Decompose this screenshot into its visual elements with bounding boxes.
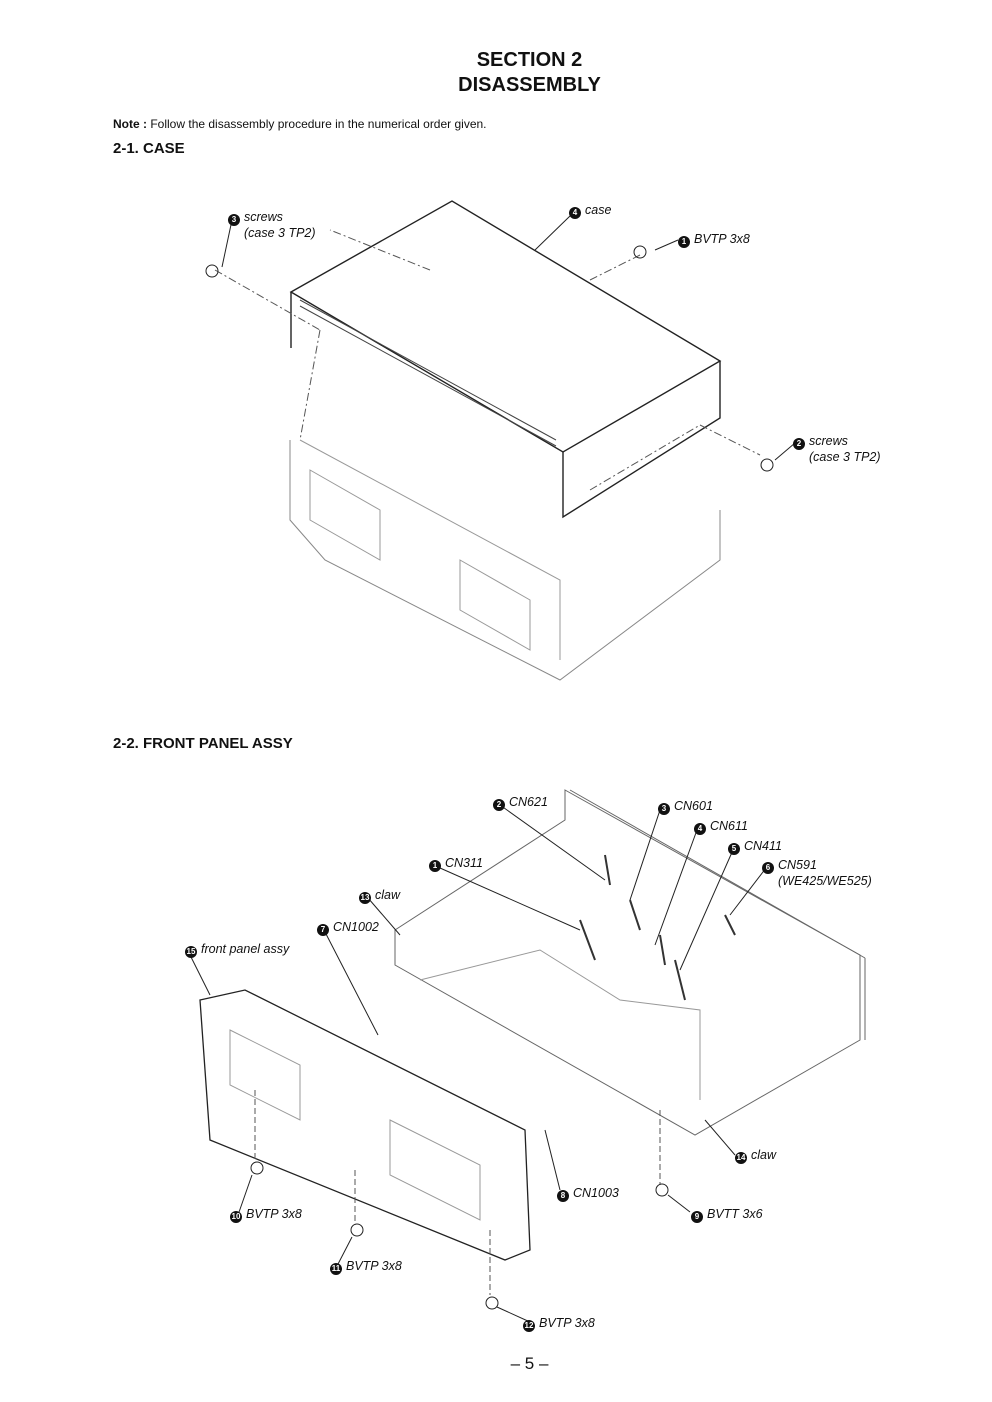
callout-1-bvtp: 1 BVTP 3x8: [678, 232, 750, 248]
callout-text: CN611: [710, 819, 748, 833]
note-label: Note :: [113, 117, 147, 131]
callout-number: 2: [793, 438, 805, 450]
callout-bvtp-10: 10 BVTP 3x8: [230, 1207, 302, 1223]
callout-number: 10: [230, 1211, 242, 1223]
callout-number: 4: [569, 207, 581, 219]
callout-cn621: 2 CN621: [493, 795, 548, 811]
callout-2-screws: 2 screws (case 3 TP2): [793, 434, 881, 465]
callout-number: 1: [678, 236, 690, 248]
callout-text: CN621: [509, 795, 548, 809]
callout-text: CN1003: [573, 1186, 619, 1200]
callout-number: 6: [762, 862, 774, 874]
callout-text: CN591: [778, 858, 817, 872]
callout-text: case: [585, 203, 612, 217]
callout-subtext: (case 3 TP2): [244, 226, 316, 240]
callout-4-case: 4 case: [569, 203, 611, 219]
callout-text: BVTP 3x8: [539, 1316, 595, 1330]
heading-case: 2-1. CASE: [113, 140, 185, 157]
callout-text: front panel assy: [201, 942, 290, 956]
callout-number: 13: [359, 892, 371, 904]
callout-number: 2: [493, 799, 505, 811]
callout-number: 9: [691, 1211, 703, 1223]
note-text: Follow the disassembly procedure in the …: [150, 117, 487, 131]
heading-front-panel: 2-2. FRONT PANEL ASSY: [113, 735, 293, 752]
callout-cn411: 5 CN411: [728, 839, 782, 855]
page-title: DISASSEMBLY: [458, 74, 601, 96]
callout-number: 12: [523, 1320, 535, 1332]
callout-3-screws: 3 screws (case 3 TP2): [228, 210, 316, 241]
section-number: SECTION 2: [476, 49, 583, 71]
callout-cn1002: 7 CN1002: [317, 920, 379, 936]
callout-bvtt: 9 BVTT 3x6: [691, 1207, 763, 1223]
note: Note : Follow the disassembly procedure …: [113, 117, 487, 131]
callout-bvtp-12: 12 BVTP 3x8: [523, 1316, 595, 1332]
callout-text: BVTP 3x8: [694, 232, 750, 246]
callout-number: 4: [694, 823, 706, 835]
callout-number: 11: [330, 1263, 342, 1275]
callout-subtext: (case 3 TP2): [809, 450, 881, 464]
callout-cn611: 4 CN611: [694, 819, 748, 835]
callout-claw-13: 13 claw: [359, 888, 400, 904]
case-diagram: [205, 200, 796, 681]
callout-number: 7: [317, 924, 329, 936]
callout-number: 14: [735, 1152, 747, 1164]
front-panel-diagram: [189, 789, 866, 1323]
callout-claw-14: 14 claw: [735, 1148, 776, 1164]
callout-text: claw: [375, 888, 401, 902]
callout-text: CN311: [445, 856, 483, 870]
callout-text: CN411: [744, 839, 782, 853]
callout-text: CN601: [674, 799, 713, 813]
callout-text: BVTP 3x8: [346, 1259, 402, 1273]
page-number: – 5 –: [510, 1354, 549, 1373]
callout-cn601: 3 CN601: [658, 799, 713, 815]
callout-cn591: 6 CN591 (WE425/WE525): [762, 858, 872, 889]
callout-number: 8: [557, 1190, 569, 1202]
callout-cn1003: 8 CN1003: [557, 1186, 619, 1202]
callout-text: CN1002: [333, 920, 379, 934]
callout-subtext: (WE425/WE525): [778, 874, 872, 888]
callout-text: claw: [751, 1148, 777, 1162]
callout-number: 3: [228, 214, 240, 226]
callout-text: BVTP 3x8: [246, 1207, 302, 1221]
callout-bvtp-11: 11 BVTP 3x8: [330, 1259, 402, 1275]
callout-number: 3: [658, 803, 670, 815]
callout-cn311: 1 CN311: [429, 856, 483, 872]
callout-front-panel-assy: 15 front panel assy: [185, 942, 289, 958]
callout-text: BVTT 3x6: [707, 1207, 763, 1221]
callout-text: screws: [809, 434, 848, 448]
callout-text: screws: [244, 210, 283, 224]
callout-number: 15: [185, 946, 197, 958]
callout-number: 1: [429, 860, 441, 872]
callout-number: 5: [728, 843, 740, 855]
